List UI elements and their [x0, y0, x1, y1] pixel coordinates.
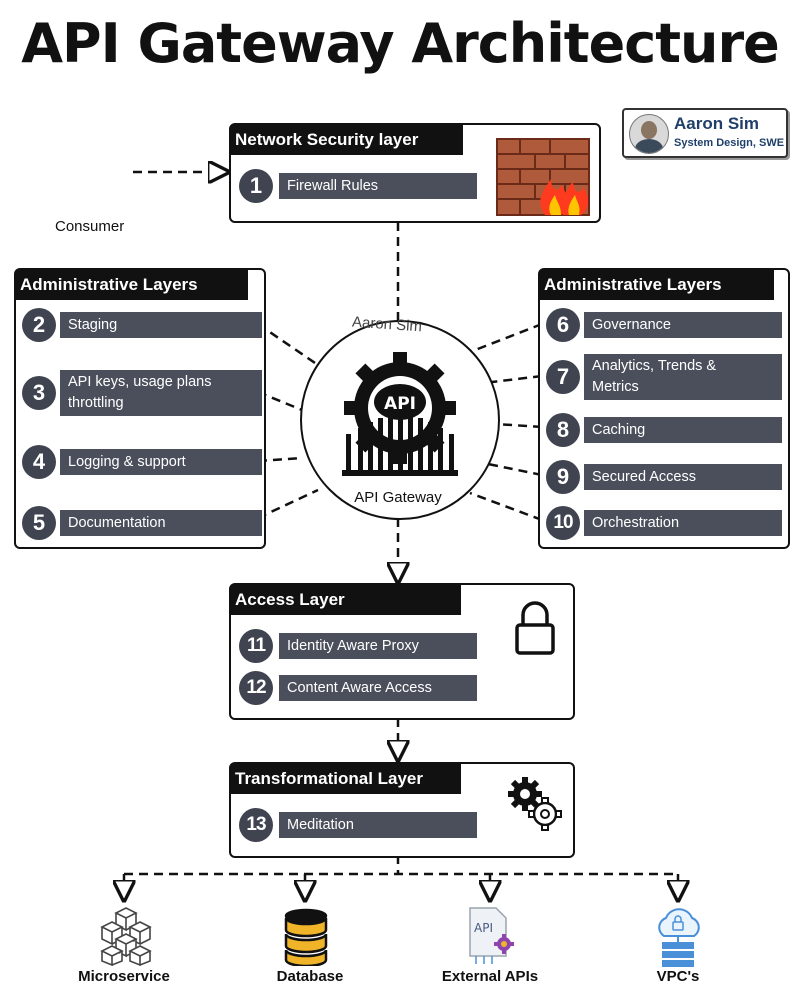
page-title: API Gateway Architecture — [21, 12, 779, 75]
consumer-label: Consumer — [55, 218, 125, 235]
access-layer: Access Layer 11 Identity Aware Proxy 12 … — [229, 583, 575, 720]
admin-item-2: 2 Staging — [22, 308, 262, 342]
access-layer-title: Access Layer — [231, 585, 461, 615]
api-gateway-node: API — [300, 320, 500, 520]
admin-item-9: 9 Secured Access — [546, 460, 784, 494]
destination-database: Database — [276, 968, 344, 985]
admin-item-7: 7 Analytics, Trends & Metrics — [546, 354, 784, 400]
avatar — [629, 114, 669, 154]
cloud-server-icon — [652, 906, 704, 973]
author-name: Aaron Sim — [674, 114, 760, 133]
gears-icon — [505, 774, 565, 839]
transformational-layer: Transformational Layer 13 Meditation — [229, 762, 575, 858]
admin-item-6: 6 Governance — [546, 308, 784, 342]
destination-vpcs: VPC's — [656, 968, 700, 985]
lock-icon — [513, 599, 557, 660]
access-item-11: 11 Identity Aware Proxy — [239, 629, 479, 663]
access-item-12: 12 Content Aware Access — [239, 671, 479, 705]
transform-item-13: 13 Meditation — [239, 808, 479, 842]
destination-external-apis: External APIs — [441, 968, 539, 985]
transform-layer-title: Transformational Layer — [231, 764, 461, 794]
admin-item-10: 10 Orchestration — [546, 506, 784, 540]
firewall-rules-label: Firewall Rules — [279, 173, 477, 199]
admin-right-title: Administrative Layers — [540, 270, 774, 300]
firewall-icon — [495, 131, 595, 222]
database-icon — [282, 908, 330, 971]
admin-left-title: Administrative Layers — [16, 270, 248, 300]
admin-layers-left: Administrative Layers 2 Staging 3 API ke… — [14, 268, 266, 549]
api-file-icon: API — [466, 906, 516, 971]
author-card: Aaron Sim System Design, SWE — [622, 108, 788, 158]
network-security-layer: Network Security layer 1 Firewall Rules — [229, 123, 601, 223]
admin-item-8: 8 Caching — [546, 413, 784, 447]
admin-item-5: 5 Documentation — [22, 506, 262, 540]
api-file-badge: API — [474, 921, 493, 935]
network-item-1: 1 Firewall Rules — [239, 169, 483, 203]
author-role: System Design, SWE — [674, 137, 785, 149]
api-badge-text: API — [384, 394, 416, 414]
api-gateway-icon: API — [342, 352, 458, 476]
network-layer-title: Network Security layer — [231, 125, 463, 155]
cubes-icon — [98, 906, 154, 971]
admin-item-4: 4 Logging & support — [22, 445, 262, 479]
admin-item-3: 3 API keys, usage plans throttling — [22, 370, 262, 416]
admin-layers-right: Administrative Layers 6 Governance 7 Ana… — [538, 268, 790, 549]
destination-microservice: Microservice — [78, 968, 170, 985]
api-gateway-label: API Gateway — [354, 489, 442, 506]
